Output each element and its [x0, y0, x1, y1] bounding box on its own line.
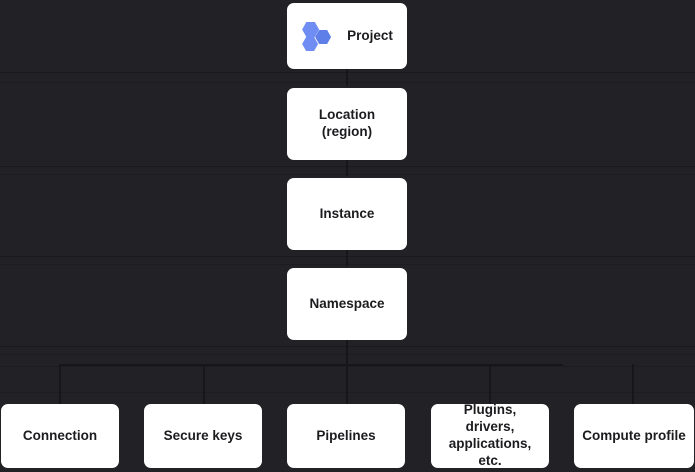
connector-bus-pipelines [346, 364, 348, 404]
node-project[interactable]: Project [287, 3, 407, 69]
node-connection[interactable]: Connection [1, 404, 119, 468]
node-namespace[interactable]: Namespace [287, 268, 407, 340]
connector-bus-secure-keys [203, 364, 205, 404]
node-secure-keys-label: Secure keys [163, 427, 243, 443]
node-location[interactable]: Location (region) [287, 88, 407, 160]
connector-location-instance [346, 159, 348, 176]
connector-bus-connection [59, 364, 61, 404]
node-compute-profile[interactable]: Compute profile [574, 404, 694, 468]
node-instance-label: Instance [319, 205, 375, 221]
node-secure-keys[interactable]: Secure keys [144, 404, 262, 468]
node-connection-label: Connection [22, 427, 98, 443]
node-pipelines-label: Pipelines [316, 427, 376, 443]
connector-project-location [346, 69, 348, 86]
node-pipelines[interactable]: Pipelines [287, 404, 405, 468]
node-plugins-label: Plugins, drivers, applications, etc. [448, 402, 532, 468]
node-instance[interactable]: Instance [287, 178, 407, 250]
node-plugins[interactable]: Plugins, drivers, applications, etc. [431, 402, 549, 468]
connector-namespace-bus [346, 339, 348, 365]
hexagon-cluster-icon [301, 19, 335, 53]
connector-bus-compute-profile [632, 364, 634, 404]
connector-instance-namespace [346, 249, 348, 266]
node-namespace-label: Namespace [309, 295, 385, 311]
node-project-label: Project [347, 27, 393, 43]
node-compute-profile-label: Compute profile [582, 427, 686, 443]
node-location-label: Location (region) [318, 107, 376, 139]
connector-bus [60, 364, 563, 366]
connector-bus-plugins [489, 364, 491, 404]
